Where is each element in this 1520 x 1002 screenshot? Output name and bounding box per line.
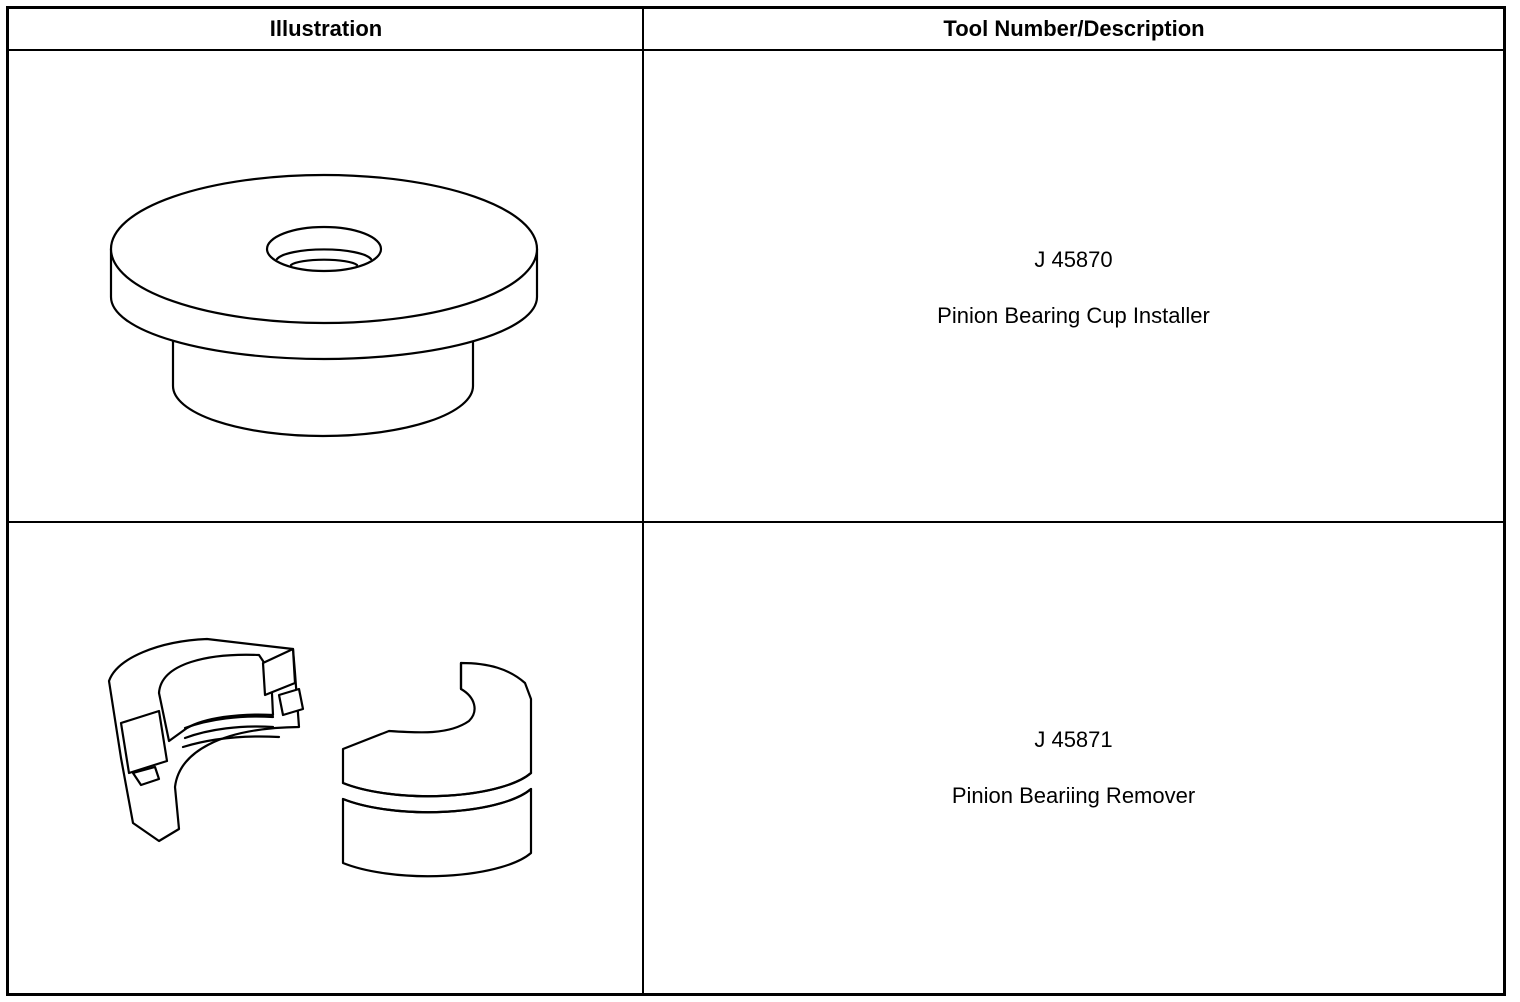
tool-number: J 45871 [1034,727,1113,752]
tool-number: J 45870 [1034,247,1113,272]
row-divider [9,521,1503,523]
table-header-row: Illustration Tool Number/Description [9,9,1503,51]
bearing-remover-icon [107,637,533,878]
header-tool-number-description: Tool Number/Description [943,16,1205,41]
header-illustration: Illustration [269,16,383,41]
illustration-cell-1 [9,51,642,521]
bearing-cup-installer-icon [109,173,539,438]
column-divider [642,9,644,993]
tool-description: Pinion Bearing Cup Installer [937,303,1210,328]
tool-description: Pinion Beariing Remover [951,783,1196,808]
description-cell-2: J 45871 Pinion Beariing Remover [644,523,1503,993]
tool-table: Illustration Tool Number/Description J 4… [6,6,1506,996]
description-cell-1: J 45870 Pinion Bearing Cup Installer [644,51,1503,521]
illustration-cell-2 [9,523,642,993]
